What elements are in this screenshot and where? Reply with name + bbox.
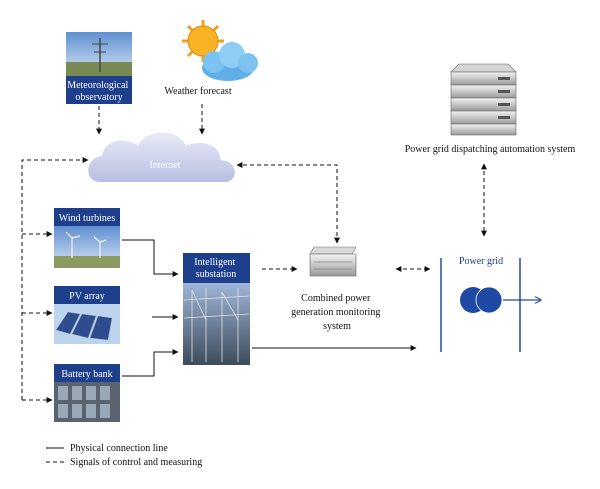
intelligent-substation-node: Intelligent substation (183, 253, 250, 365)
legend-signals-label: Signals of control and measuring (70, 457, 202, 468)
monitoring-server-icon (309, 246, 357, 277)
pv-array-node: PV array (54, 286, 120, 344)
legend-physical-label: Physical connection line (70, 443, 168, 454)
battery-bank-node: Battery bank (54, 364, 120, 422)
power-grid: Power grid (440, 256, 541, 352)
pv-array-label: PV array (69, 291, 105, 302)
battery-bank-label: Battery bank (61, 369, 112, 380)
weather-forecast-label: Weather forecast (164, 86, 231, 97)
substation-photo (183, 283, 250, 365)
wind-turbines-label: Wind turbines (59, 213, 116, 224)
combined-monitoring-label: Combined power generation monitoring sys… (291, 293, 383, 332)
sun-icon (182, 20, 224, 62)
cloud-icon (202, 42, 258, 81)
intelligent-substation-label: Intelligent substation (194, 257, 238, 280)
dispatching-label: Power grid dispatching automation system (405, 144, 576, 155)
svg-text:Meteorological observato: Meteorological observatory (67, 80, 131, 103)
meteorological-observatory: Meteorological observatory (66, 32, 132, 104)
internet-label: Internet (149, 160, 180, 171)
wind-turbines-node: Wind turbines (54, 208, 120, 268)
power-grid-label: Power grid (459, 256, 503, 267)
signal-lines (21, 104, 487, 403)
physical-lines (122, 239, 417, 377)
dispatching-server: Power grid dispatching automation system (405, 63, 576, 155)
internet-cloud: Internet (88, 132, 235, 182)
server-rack-icon (450, 63, 517, 136)
observatory-label-box (66, 76, 132, 104)
legend: Physical connection line Signals of cont… (46, 443, 202, 468)
monitoring-server: Combined power generation monitoring sys… (291, 246, 383, 332)
transformer-icon (460, 286, 503, 314)
weather-forecast: Weather forecast (164, 20, 258, 97)
